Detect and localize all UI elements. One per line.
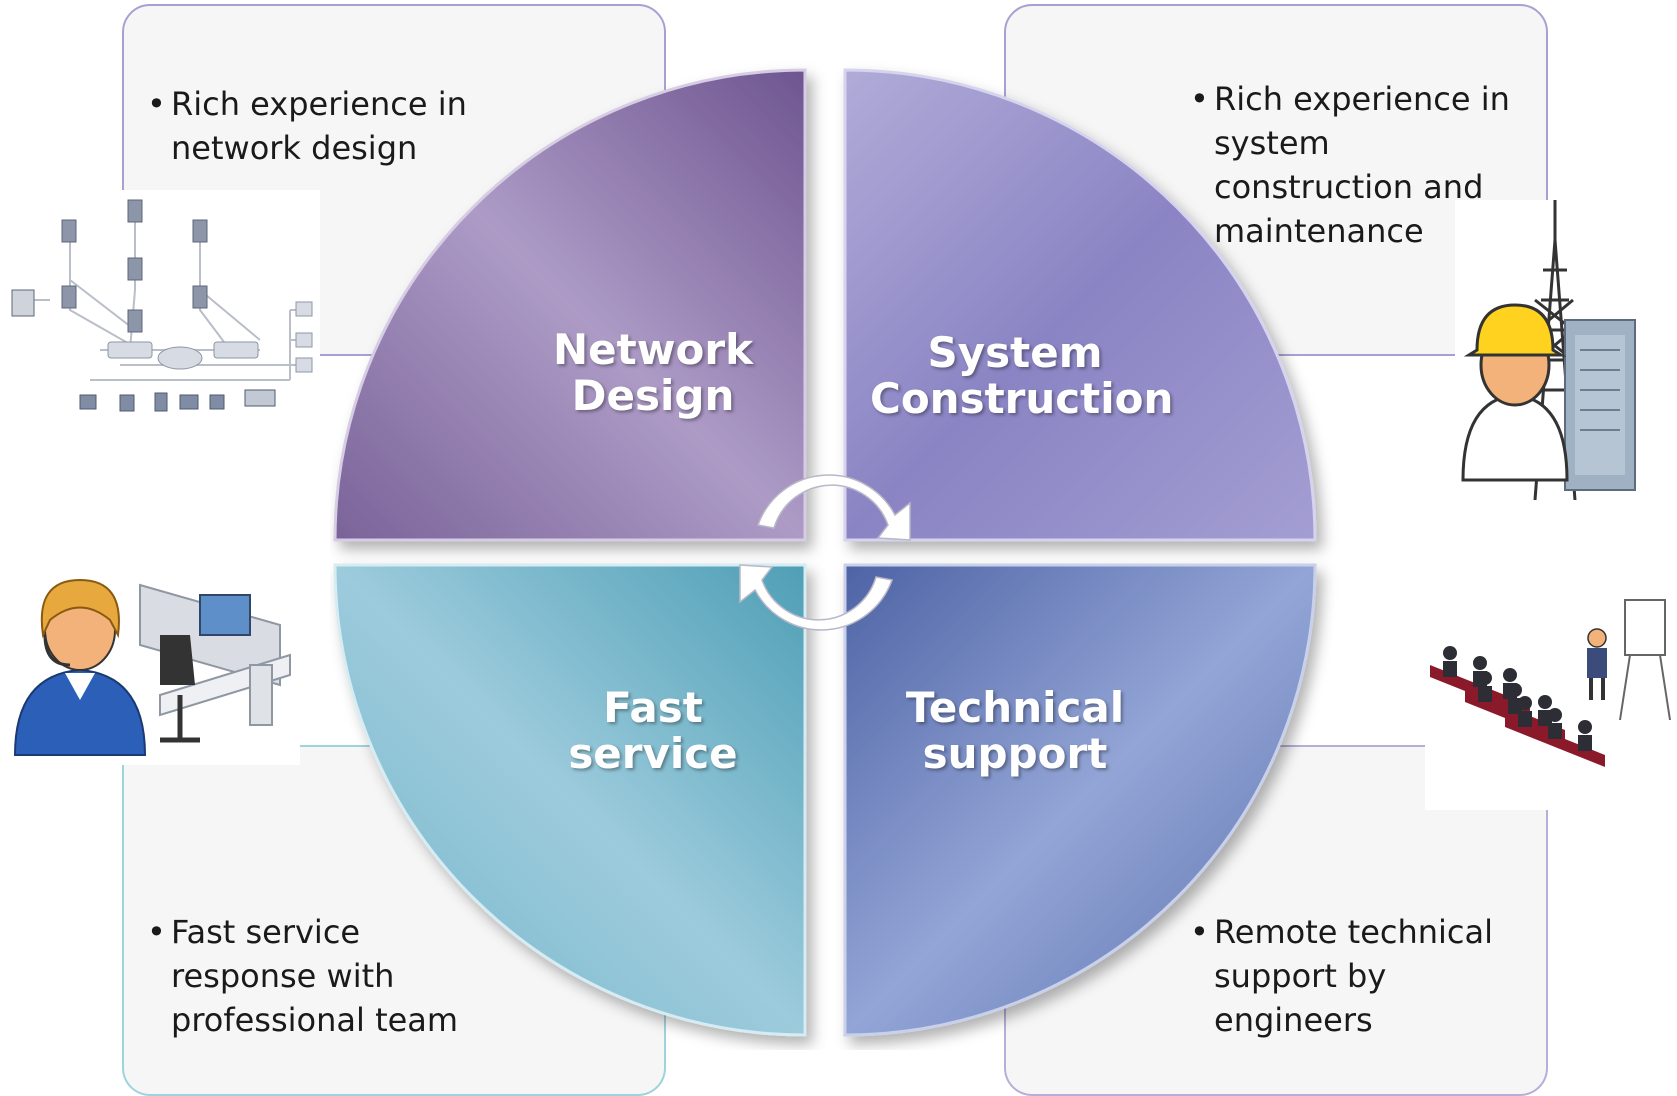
- construction-engineer-icon: [1455, 200, 1655, 500]
- description-line: response with: [171, 957, 395, 995]
- technical-support-label: Technical support: [880, 685, 1150, 777]
- label-line: support: [922, 729, 1108, 778]
- bullet: •: [147, 85, 166, 123]
- description-line: network design: [171, 129, 418, 167]
- description-line: Fast service: [171, 913, 361, 951]
- description-line: construction and: [1214, 168, 1484, 206]
- bullet: •: [1190, 913, 1209, 951]
- label-line: Fast: [603, 683, 703, 732]
- network-topology-icon: [0, 190, 320, 440]
- label-line: Technical: [905, 683, 1125, 732]
- customer-service-operator-icon: [10, 565, 300, 765]
- fast-service-label: Fast service: [548, 685, 758, 777]
- description-line: maintenance: [1214, 212, 1424, 250]
- label-line: Construction: [870, 374, 1174, 423]
- description-line: system: [1214, 124, 1330, 162]
- label-line: System: [927, 328, 1103, 377]
- technical-support-quadrant: [843, 563, 1317, 1037]
- description-line: support by: [1214, 957, 1387, 995]
- description-line: Rich experience in: [171, 85, 467, 123]
- network-design-label: Network Design: [548, 327, 758, 419]
- system-construction-label: System Construction: [870, 328, 1174, 423]
- technical-support-description: • Remote technical support by engineers: [1190, 910, 1494, 1042]
- cycle-diagram: [333, 68, 1317, 1037]
- description-line: Rich experience in: [1214, 80, 1510, 118]
- label-line: service: [568, 729, 738, 778]
- system-construction-quadrant: [843, 68, 1317, 542]
- description-line: professional team: [171, 1001, 459, 1039]
- network-design-description: • Rich experience in network design: [147, 82, 467, 170]
- label-line: Design: [571, 371, 735, 420]
- description-line: engineers: [1214, 1001, 1373, 1039]
- fast-service-description: • Fast service response with professiona…: [147, 910, 459, 1042]
- label-line: Network: [552, 325, 753, 374]
- cycle-arrows-icon: [739, 474, 911, 631]
- bullet: •: [147, 913, 166, 951]
- network-design-quadrant: [333, 68, 807, 542]
- fast-service-quadrant: [333, 563, 807, 1037]
- training-seminar-icon: [1425, 595, 1675, 810]
- system-construction-description: • Rich experience in system construction…: [1190, 77, 1510, 253]
- bullet: •: [1190, 80, 1209, 118]
- description-line: Remote technical: [1214, 913, 1494, 951]
